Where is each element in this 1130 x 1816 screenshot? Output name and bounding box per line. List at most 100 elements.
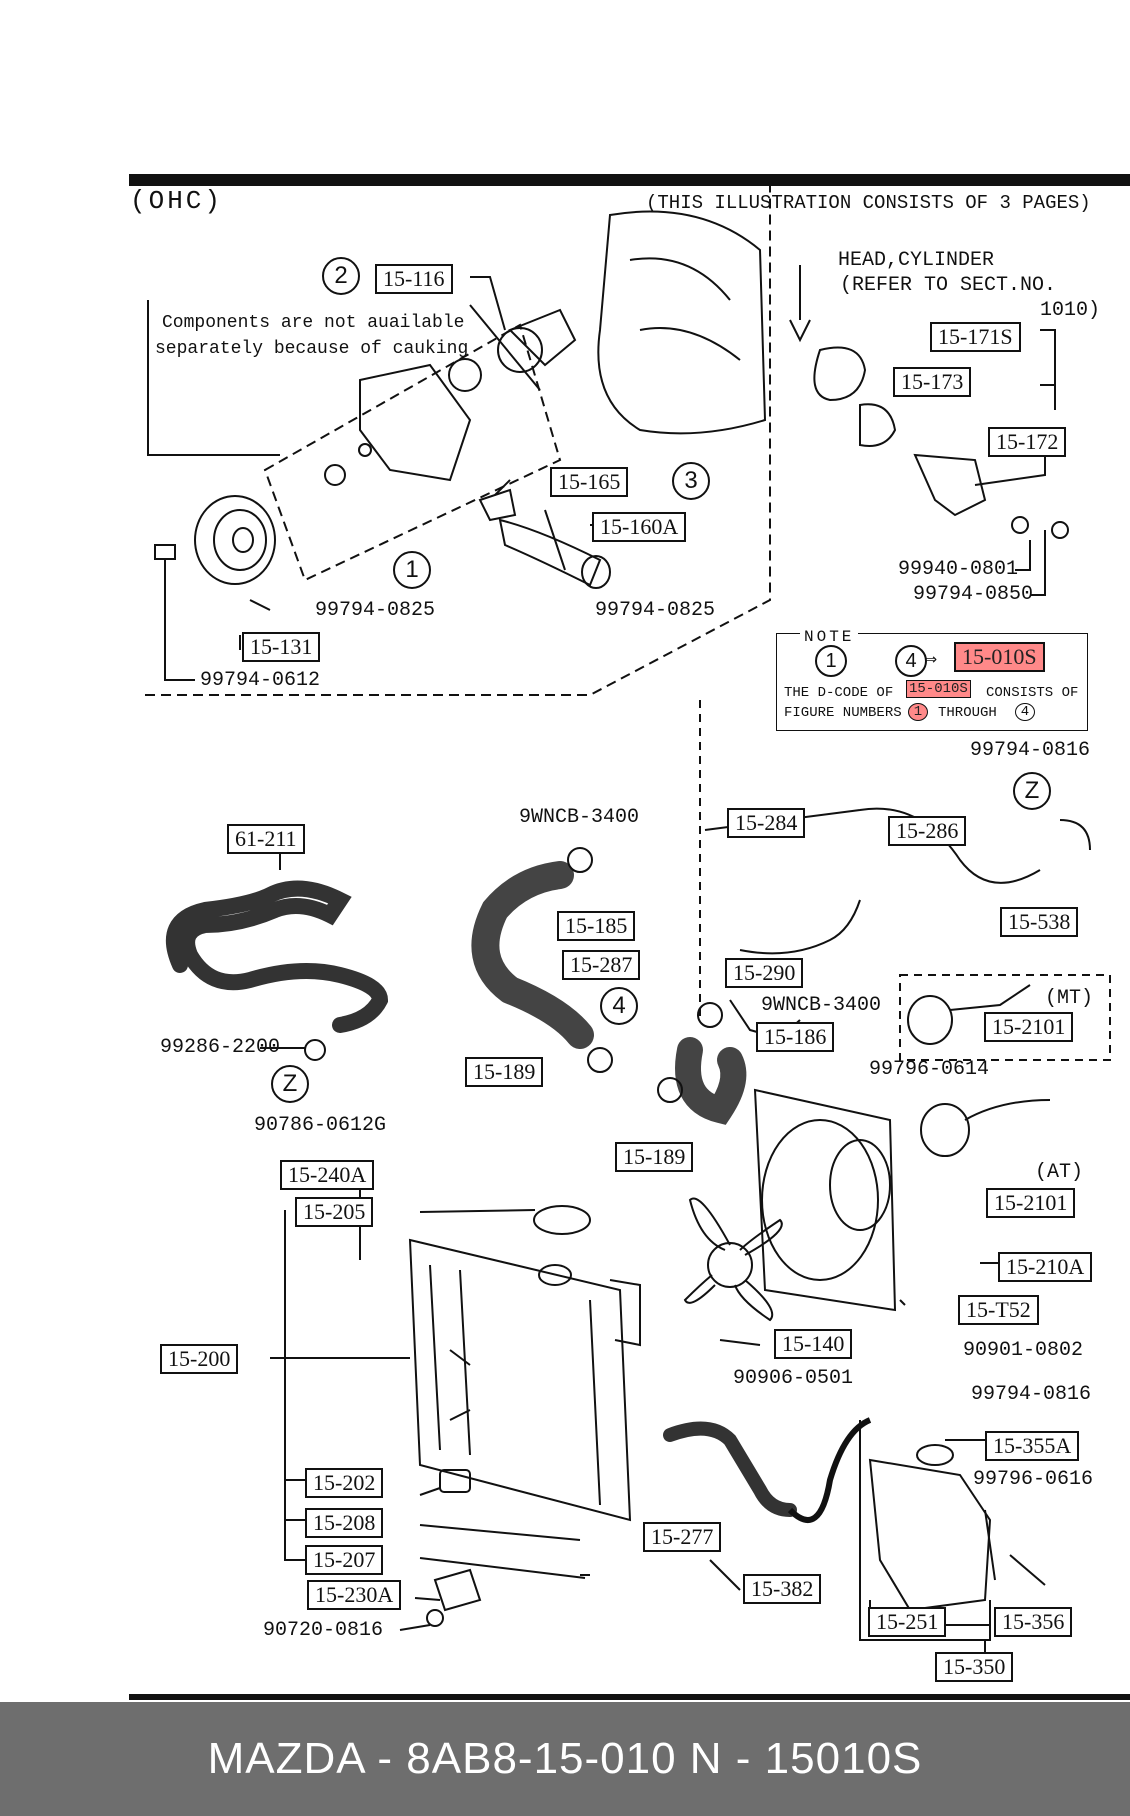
- section-label: (OHC): [130, 186, 224, 216]
- bolt-90786-0612G[interactable]: 90786-0612G: [254, 1114, 387, 1137]
- fan-shroud: [753, 1088, 897, 1312]
- clamp-9WNCB-3400-upper[interactable]: 9WNCB-3400: [519, 806, 640, 829]
- overflow-hose: [663, 1421, 797, 1517]
- reservoir-tank: [868, 1458, 992, 1612]
- clamp-9WNCB-3400-lower[interactable]: 9WNCB-3400: [761, 994, 882, 1017]
- part-15-171S[interactable]: 15-171S: [930, 322, 1021, 352]
- connector-z-upper: Z: [1013, 772, 1051, 810]
- note-arrow: ⇒: [925, 649, 938, 672]
- bolt-99794-0816-lower[interactable]: 99794-0816: [971, 1383, 1092, 1406]
- part-15-185[interactable]: 15-185: [557, 911, 636, 941]
- note-line2-prefix: THE D-CODE OF: [784, 685, 894, 701]
- bypass-hose: [165, 880, 389, 1033]
- part-15-186[interactable]: 15-186: [756, 1022, 835, 1052]
- part-15-277[interactable]: 15-277: [643, 1522, 722, 1552]
- bolt-99796-0614[interactable]: 99796-0614: [869, 1058, 990, 1081]
- part-15-010S-note[interactable]: 15-010S: [954, 642, 1045, 672]
- bolt-99796-0616[interactable]: 99796-0616: [973, 1468, 1094, 1491]
- figure-number-2: 2: [322, 257, 360, 295]
- at-label: (AT): [1035, 1161, 1084, 1184]
- part-15-251[interactable]: 15-251: [868, 1607, 947, 1637]
- part-15-284[interactable]: 15-284: [727, 808, 806, 838]
- part-15-165[interactable]: 15-165: [550, 467, 629, 497]
- fan-motor: [920, 1103, 970, 1157]
- part-15-355A[interactable]: 15-355A: [985, 1431, 1080, 1461]
- lower-radiator-hose: [675, 1037, 747, 1125]
- parts-diagram: [129, 174, 1130, 1700]
- part-15-350[interactable]: 15-350: [935, 1652, 1014, 1682]
- engine-block: [597, 210, 767, 435]
- components-note-line2: separately because of cauking: [155, 339, 469, 359]
- part-15-189-lower[interactable]: 15-189: [615, 1142, 694, 1172]
- note-line2-suffix: CONSISTS OF: [986, 685, 1079, 701]
- part-61-211[interactable]: 61-211: [227, 824, 305, 854]
- note-line3-mid: THROUGH: [938, 705, 997, 721]
- note-line3-prefix: FIGURE NUMBERS: [784, 705, 902, 721]
- part-15-T52[interactable]: 15-T52: [958, 1295, 1039, 1325]
- radiator-core: [408, 1238, 632, 1522]
- part-15-287[interactable]: 15-287: [562, 950, 641, 980]
- note-line3-to: 4: [1015, 703, 1035, 721]
- part-15-140[interactable]: 15-140: [774, 1329, 853, 1359]
- part-15-210A[interactable]: 15-210A: [998, 1252, 1093, 1282]
- footer-part-number: MAZDA - 8AB8-15-010 N - 15010S: [207, 1734, 923, 1783]
- part-15-208[interactable]: 15-208: [305, 1508, 384, 1538]
- part-15-160A[interactable]: 15-160A: [592, 512, 687, 542]
- part-15-290[interactable]: 15-290: [725, 958, 804, 988]
- part-15-538[interactable]: 15-538: [1000, 907, 1079, 937]
- figure-number-4: 4: [600, 987, 638, 1025]
- part-15-131[interactable]: 15-131: [242, 632, 321, 662]
- note-to-number: 4: [895, 645, 927, 677]
- head-cylinder-label: HEAD,CYLINDER: [838, 249, 995, 272]
- nut-90901-0802[interactable]: 90901-0802: [963, 1339, 1084, 1362]
- inlet-pipe: [498, 518, 602, 587]
- part-15-2101-at[interactable]: 15-2101: [986, 1188, 1076, 1218]
- note-line3-from: 1: [908, 703, 928, 721]
- part-15-205[interactable]: 15-205: [295, 1197, 374, 1227]
- figure-number-1: 1: [393, 551, 431, 589]
- bolt-99794-0825-left[interactable]: 99794-0825: [315, 599, 436, 622]
- part-15-2101-mt[interactable]: 15-2101: [984, 1012, 1074, 1042]
- part-15-207[interactable]: 15-207: [305, 1545, 384, 1575]
- nut-90906-0501[interactable]: 90906-0501: [733, 1367, 854, 1390]
- thermostat-housing: [913, 453, 987, 517]
- part-15-189-upper[interactable]: 15-189: [465, 1057, 544, 1087]
- heater-pipe: [704, 807, 1041, 884]
- refer-number: 1010): [1040, 299, 1101, 322]
- washer-99940-0801[interactable]: 99940-0801: [898, 558, 1019, 581]
- part-15-240A[interactable]: 15-240A: [280, 1160, 375, 1190]
- part-15-356[interactable]: 15-356: [994, 1607, 1073, 1637]
- pages-note: (THIS ILLUSTRATION CONSISTS OF 3 PAGES): [646, 192, 1091, 214]
- figure-number-3: 3: [672, 462, 710, 500]
- top-rule: [129, 174, 1130, 186]
- water-pump-boundary: [263, 323, 562, 582]
- part-15-230A[interactable]: 15-230A: [307, 1580, 402, 1610]
- note-title: NOTE: [800, 628, 859, 646]
- radiator-mount: [439, 1469, 471, 1493]
- bolt-99794-0850[interactable]: 99794-0850: [913, 583, 1034, 606]
- upper-radiator-hose: [471, 861, 594, 1049]
- pulley: [194, 495, 276, 585]
- bottom-rule: [129, 1694, 1130, 1700]
- clamp-99286-2200[interactable]: 99286-2200: [160, 1036, 281, 1059]
- connector-z-lower: Z: [271, 1065, 309, 1103]
- note-from-number: 1: [815, 645, 847, 677]
- part-15-173[interactable]: 15-173: [893, 367, 972, 397]
- footer-bar: MAZDA - 8AB8-15-010 N - 15010S: [0, 1702, 1130, 1816]
- bolt-99794-0825-right[interactable]: 99794-0825: [595, 599, 716, 622]
- bolt-99794-0816-upper[interactable]: 99794-0816: [970, 739, 1091, 762]
- part-15-116[interactable]: 15-116: [375, 264, 453, 294]
- part-15-200[interactable]: 15-200: [160, 1344, 239, 1374]
- part-15-202[interactable]: 15-202: [305, 1468, 384, 1498]
- part-15-286[interactable]: 15-286: [888, 816, 967, 846]
- note-line2-code[interactable]: 15-010S: [906, 680, 971, 698]
- radiator-cap: [533, 1205, 591, 1235]
- refer-label: (REFER TO SECT.NO.: [840, 274, 1057, 297]
- components-note-line1: Components are not auailable: [162, 313, 465, 333]
- bolt-99794-0612[interactable]: 99794-0612: [200, 669, 321, 692]
- part-15-382[interactable]: 15-382: [743, 1574, 822, 1604]
- mt-label: (MT): [1045, 987, 1094, 1010]
- bolt-90720-0816[interactable]: 90720-0816: [263, 1619, 384, 1642]
- part-15-172[interactable]: 15-172: [988, 427, 1067, 457]
- water-pump-body: [359, 363, 472, 482]
